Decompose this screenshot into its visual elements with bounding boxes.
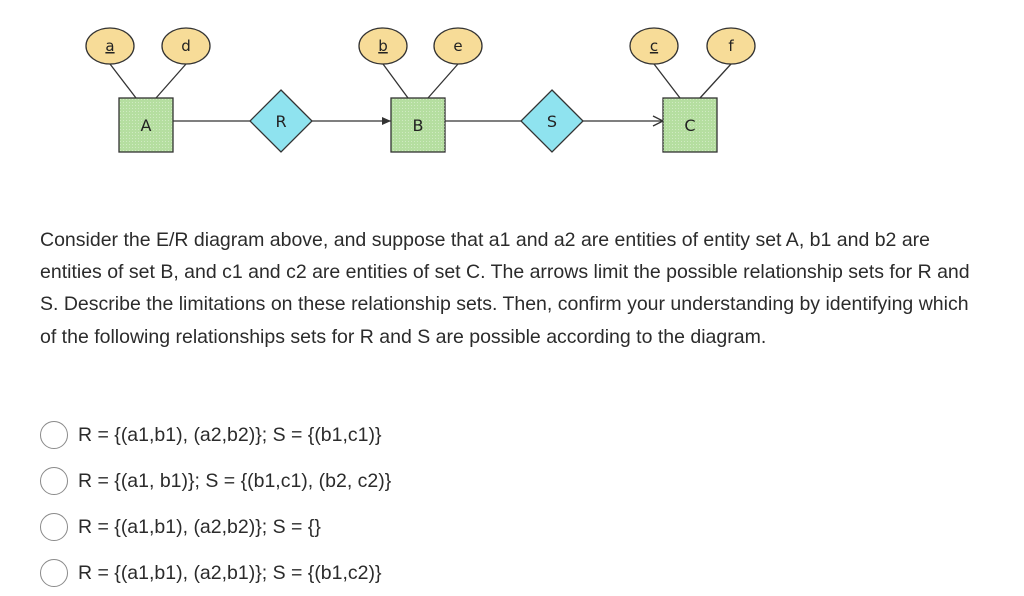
entity-texture — [391, 98, 445, 152]
entity-B: B — [390, 97, 446, 153]
relationship-R: R — [249, 89, 313, 153]
attribute-e: e — [433, 27, 483, 65]
answer-option-label: R = {(a1, b1)}; S = {(b1,c1), (b2, c2)} — [78, 469, 392, 492]
attribute-a: a — [85, 27, 135, 65]
relationship-label: S — [547, 112, 557, 131]
radio-button[interactable] — [40, 421, 68, 449]
diagram-shapes: A B C R Sa d b e c f — [85, 27, 756, 153]
attribute-d: d — [161, 27, 211, 65]
entity-label: A — [141, 116, 152, 135]
answer-option-label: R = {(a1,b1), (a2,b2)}; S = {(b1,c1)} — [78, 423, 382, 446]
attribute-ellipse — [629, 27, 679, 65]
entity-label: B — [413, 116, 424, 135]
entity-label: C — [684, 116, 695, 135]
attribute-label: d — [181, 37, 191, 55]
diagram-connections — [109, 63, 732, 127]
attribute-f: f — [706, 27, 756, 65]
answer-option-label: R = {(a1,b1), (a2,b1)}; S = {(b1,c2)} — [78, 561, 382, 584]
entity-texture — [663, 98, 717, 152]
attribute-link-f — [699, 63, 732, 99]
attribute-ellipse — [433, 27, 483, 65]
question-text: Consider the E/R diagram above, and supp… — [40, 229, 970, 348]
answer-option-label: R = {(a1,b1), (a2,b2)}; S = {} — [78, 515, 321, 538]
answer-option[interactable]: R = {(a1,b1), (a2,b2)}; S = {} — [40, 504, 391, 550]
radio-button[interactable] — [40, 467, 68, 495]
attribute-c: c — [629, 27, 679, 65]
relationship-label: R — [275, 112, 286, 131]
attribute-ellipse — [85, 27, 135, 65]
attribute-b: b — [358, 27, 408, 65]
relationship-diamond — [520, 89, 584, 153]
attribute-link-b — [382, 63, 409, 99]
attribute-link-a — [109, 63, 137, 99]
answer-option[interactable]: R = {(a1,b1), (a2,b1)}; S = {(b1,c2)} — [40, 550, 391, 596]
radio-button[interactable] — [40, 513, 68, 541]
entity-C: C — [662, 97, 718, 153]
entity-texture — [119, 98, 173, 152]
attribute-link-e — [427, 63, 459, 99]
answer-option[interactable]: R = {(a1,b1), (a2,b2)}; S = {(b1,c1)} — [40, 412, 391, 458]
radio-button[interactable] — [40, 559, 68, 587]
attribute-link-d — [155, 63, 187, 99]
attribute-ellipse — [358, 27, 408, 65]
er-diagram: A B C R Sa d b e c f — [85, 27, 756, 153]
attribute-link-c — [653, 63, 681, 99]
attribute-label: c — [650, 37, 658, 55]
arrowhead-filled — [382, 117, 391, 125]
attribute-ellipse — [706, 27, 756, 65]
answer-option[interactable]: R = {(a1, b1)}; S = {(b1,c1), (b2, c2)} — [40, 458, 391, 504]
attribute-label: e — [453, 37, 462, 55]
relationship-diamond — [249, 89, 313, 153]
attribute-label: a — [105, 37, 114, 55]
attribute-ellipse — [161, 27, 211, 65]
attribute-label: b — [378, 37, 388, 55]
answer-options: R = {(a1,b1), (a2,b2)}; S = {(b1,c1)} R … — [40, 412, 391, 596]
relationship-S: S — [520, 89, 584, 153]
attribute-label: f — [728, 37, 734, 55]
entity-A: A — [118, 97, 174, 153]
